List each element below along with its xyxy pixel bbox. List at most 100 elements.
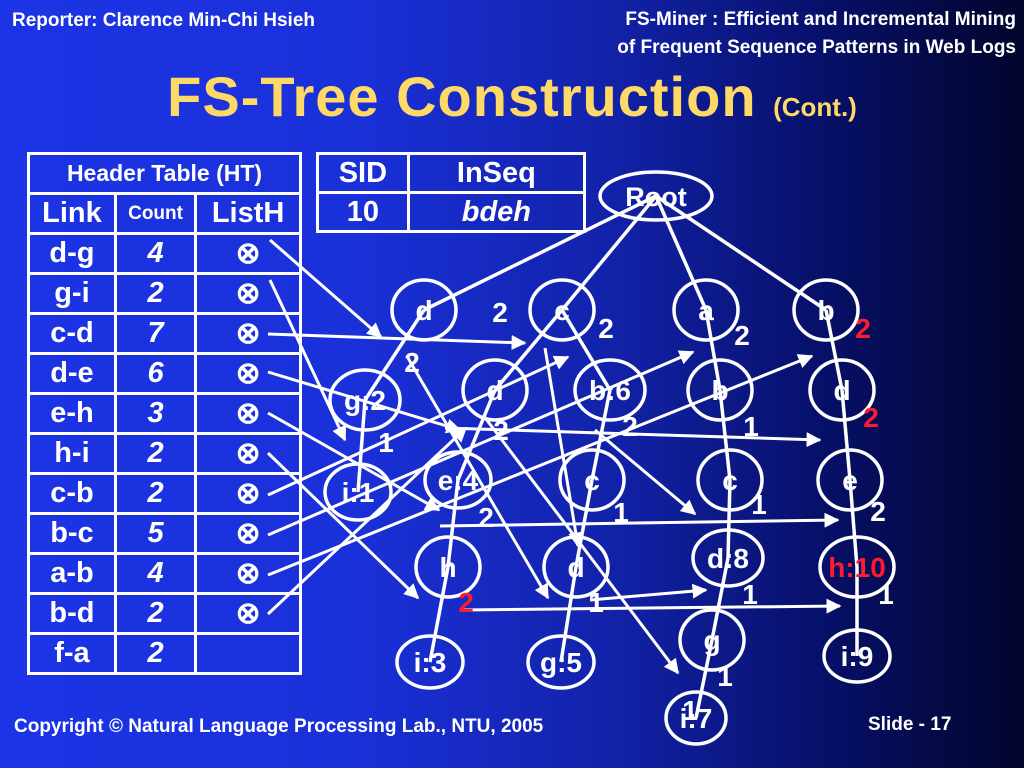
node-ellipse [792,278,860,342]
tree-node-b6: b:6 [573,358,647,422]
node-label: b:6 [589,375,631,406]
edge-count-label: 2 [622,411,638,442]
sid-table-columns: SID InSeq [316,152,587,194]
node-ellipse [414,535,482,599]
node-ellipse [395,634,465,690]
node-ellipse [461,358,529,422]
node-ellipse [808,358,876,422]
count-cell: 2 [113,632,198,675]
node-label: i:7 [680,703,713,734]
link-cell: g-i [27,272,117,315]
link-cell: f-a [27,632,117,675]
node-label: a [698,295,714,326]
tree-node-g5: g:5 [526,634,596,690]
sid-table-row: 10 bdeh [316,191,587,233]
slide-title-cont: (Cont.) [773,92,857,122]
pointer-arrow-8 [267,354,814,577]
paper-title-line1: FS-Miner : Efficient and Incremental Min… [625,9,1016,30]
listh-pointer: ⊗ [194,552,302,595]
node-ellipse [822,628,892,684]
count-cell: 3 [113,392,198,435]
node-ellipse [818,535,896,599]
tree-node-i3: i:3 [395,634,465,690]
listh-pointer: ⊗ [194,432,302,475]
pointer-arrow-2 [267,332,527,351]
node-ellipse [686,358,754,422]
listh-pointer: ⊗ [194,352,302,395]
node-label: d [486,375,503,406]
node-label: b [711,375,728,406]
tree-edge-b1-d3 [824,309,844,391]
column-header-listh: ListH [194,192,302,235]
count-cell: 4 [113,232,198,275]
listh-pointer: ⊗ [194,592,302,635]
listh-pointer: ⊗ [194,472,302,515]
node-label: h:10 [828,552,886,583]
link-cell: d-e [27,352,117,395]
node-ellipse [526,634,596,690]
edge-count-label: 1 [682,695,698,726]
node-label: Root [625,182,686,212]
node-label: b [817,295,834,326]
tree-edge-d2-e4 [456,389,497,481]
tree-node-h10: h:10 [818,535,896,599]
column-header-count: Count [113,192,198,235]
listh-pointer: ⊗ [194,312,302,355]
node-label: i:3 [414,647,447,678]
edge-count-label: 2 [855,313,871,344]
sid-table: SID InSeq 10 bdeh [316,152,587,233]
edge-count-label: 2 [734,320,750,351]
header-table-caption: Header Table (HT) [27,152,302,195]
tree-node-root: Root [598,170,714,222]
edge-count-label: 2 [870,496,886,527]
node-ellipse [672,278,740,342]
tree-node-d4: d [542,535,610,599]
pointer-arrow-12 [444,426,822,448]
tree-edge-c1-d2 [493,308,564,392]
node-ellipse [323,462,393,522]
tree-edge-d8-g6 [710,557,730,641]
tree-node-c1: c [528,278,596,342]
node-ellipse [816,448,884,512]
listh-pointer: ⊗ [194,392,302,435]
tree-edge-root-a1 [654,195,708,311]
tree-node-i7: i:7 [664,690,728,746]
tree-edge-e4-h1 [446,479,460,568]
pointer-arrow-9 [266,426,468,616]
edge-count-label: 1 [588,587,604,618]
tree-node-d2: d [461,358,529,422]
tree-node-g6: g [678,608,746,672]
node-ellipse [691,528,765,588]
node-ellipse [328,368,402,432]
column-header-link: Link [27,192,117,235]
column-header-sid: SID [316,152,410,194]
edge-count-label: 2 [492,297,508,328]
tree-edge-g2-i1 [356,399,367,493]
link-cell: b-c [27,512,117,555]
node-label: e:4 [438,465,479,496]
node-label: h [439,552,456,583]
edge-count-label: 2 [478,502,494,533]
link-cell: e-h [27,392,117,435]
edge-count-label: 2 [863,402,879,433]
link-cell: d-g [27,232,117,275]
column-header-inseq: InSeq [406,152,587,194]
tree-edge-d1-g2 [363,309,426,401]
tree-node-d8: d:8 [691,528,765,588]
node-label: g [703,625,720,656]
pointer-arrow-13 [439,512,840,528]
tree-edge-b2-c3 [718,389,732,481]
tree-node-i1: i:1 [323,462,393,522]
tree-node-c2: c [558,448,626,512]
node-ellipse [558,448,626,512]
tree-edge-d4-g5 [559,566,578,663]
count-cell: 7 [113,312,198,355]
node-ellipse [542,535,610,599]
edge-count-label: 1 [717,661,733,692]
node-label: c [554,295,570,326]
